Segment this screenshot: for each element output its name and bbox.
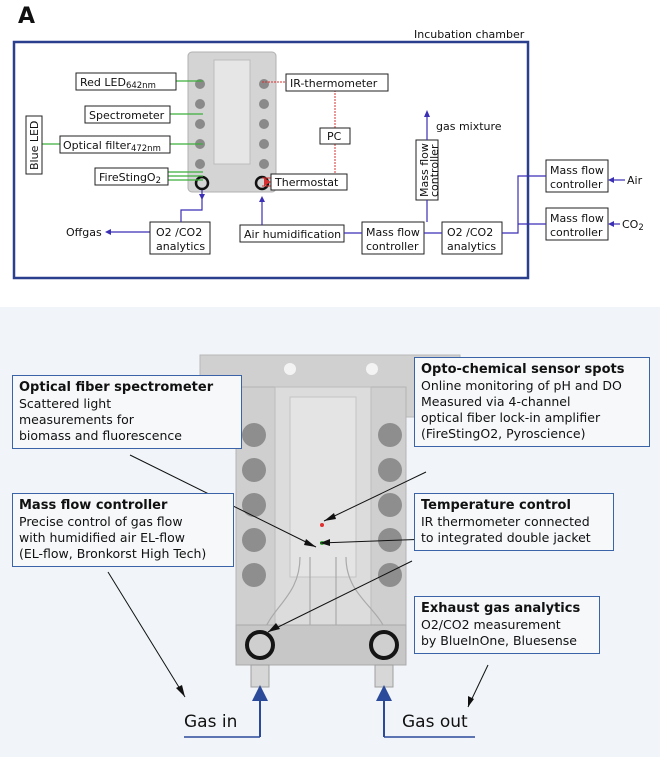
reactor-image-small — [187, 51, 277, 193]
firesting-label: FireStingO — [99, 171, 156, 184]
co2-label: CO — [622, 218, 639, 231]
svg-text:FireStingO2: FireStingO2 — [99, 171, 161, 186]
callout-mass-flow-body: Precise control of gas flow with humidif… — [19, 514, 207, 561]
optical-filter-sub: 472nm — [131, 144, 161, 154]
callout-temperature: Temperature control IR thermometer conne… — [414, 493, 614, 551]
svg-text:controller: controller — [428, 144, 441, 197]
callout-exhaust-body: O2/CO2 measurement by BlueInOne, Bluesen… — [421, 617, 577, 648]
gas-in-label: Gas in — [184, 712, 238, 732]
firesting-box — [94, 167, 169, 186]
mfc-vertical-line2: controller — [428, 144, 441, 197]
pc-label: PC — [327, 130, 342, 143]
analytics-left-line1: O2 /CO2 — [156, 226, 202, 239]
red-led-sub: 642nm — [126, 81, 156, 91]
svg-text:Mass flow: Mass flow — [418, 143, 431, 197]
panel-b: Optical fiber spectrometer Scattered lig… — [0, 307, 660, 757]
mfc-bottom-line2: controller — [366, 240, 419, 253]
mfc-air-line1: Mass flow — [550, 164, 604, 177]
red-led-label: Red LED — [80, 76, 126, 89]
svg-text:CO2: CO2 — [622, 218, 644, 233]
callout-spectrometer-title: Optical fiber spectrometer — [19, 380, 214, 395]
blue-led-label: Blue LED — [28, 121, 41, 170]
callout-spectrometer: Optical fiber spectrometer Scattered lig… — [12, 375, 242, 449]
callout-sensor-spots-body: Online monitoring of pH and DO Measured … — [421, 378, 622, 441]
analytics-right-box — [441, 221, 503, 255]
thermostat-box — [270, 173, 348, 191]
svg-text:Red LED642nm: Red LED642nm — [80, 76, 156, 91]
callout-mass-flow: Mass flow controller Precise control of … — [12, 493, 234, 567]
mfc-co2-line2: controller — [550, 226, 603, 239]
gas-out-label: Gas out — [402, 712, 468, 732]
callout-exhaust-title: Exhaust gas analytics — [421, 601, 581, 616]
analytics-left-line2: analytics — [156, 240, 205, 253]
firesting-sub: 2 — [156, 176, 161, 186]
spectrometer-label: Spectrometer — [89, 109, 165, 122]
callout-exhaust: Exhaust gas analytics O2/CO2 measurement… — [414, 596, 600, 654]
co2-sub: 2 — [638, 223, 643, 233]
svg-text:Optical filter472nm: Optical filter472nm — [63, 139, 161, 154]
thermostat-label: Thermostat — [274, 176, 339, 189]
pc-box — [319, 127, 351, 145]
red-led-box — [75, 72, 177, 91]
incubation-chamber-border — [12, 40, 530, 280]
air-label: Air — [627, 174, 643, 187]
incubation-chamber-label: Incubation chamber — [414, 28, 525, 41]
analytics-right-line1: O2 /CO2 — [447, 226, 493, 239]
optical-filter-label: Optical filter — [63, 139, 131, 152]
mfc-air-box — [545, 159, 609, 193]
gas-mixture-label: gas mixture — [436, 120, 502, 133]
mfc-bottom-box — [361, 221, 425, 255]
ir-thermometer-label: IR-thermometer — [290, 77, 378, 90]
mfc-vertical-line1: Mass flow — [418, 143, 431, 197]
callout-temperature-title: Temperature control — [421, 498, 571, 513]
analytics-left-box — [149, 221, 211, 255]
callout-sensor-spots-title: Opto-chemical sensor spots — [421, 362, 625, 377]
callout-spectrometer-body: Scattered light measurements for biomass… — [19, 396, 182, 443]
panel-a-label: A — [18, 4, 36, 29]
optical-filter-box — [59, 135, 171, 154]
ir-thermometer-box — [285, 73, 389, 92]
offgas-label: Offgas — [66, 226, 102, 239]
reactor-image-large — [107, 354, 489, 738]
panel-a-diagram: Incubation chamber Red LED642nm Spectrom… — [12, 28, 644, 280]
mfc-bottom-line1: Mass flow — [366, 226, 420, 239]
mfc-air-line2: controller — [550, 178, 603, 191]
air-humidification-label: Air humidification — [244, 228, 341, 241]
callout-sensor-spots: Opto-chemical sensor spots Online monito… — [414, 357, 650, 447]
mfc-co2-line1: Mass flow — [550, 212, 604, 225]
blue-led-box — [25, 115, 43, 175]
analytics-right-line2: analytics — [447, 240, 496, 253]
callout-mass-flow-title: Mass flow controller — [19, 498, 168, 513]
spectrometer-box — [84, 105, 171, 124]
callout-temperature-body: IR thermometer connected to integrated d… — [421, 514, 591, 545]
